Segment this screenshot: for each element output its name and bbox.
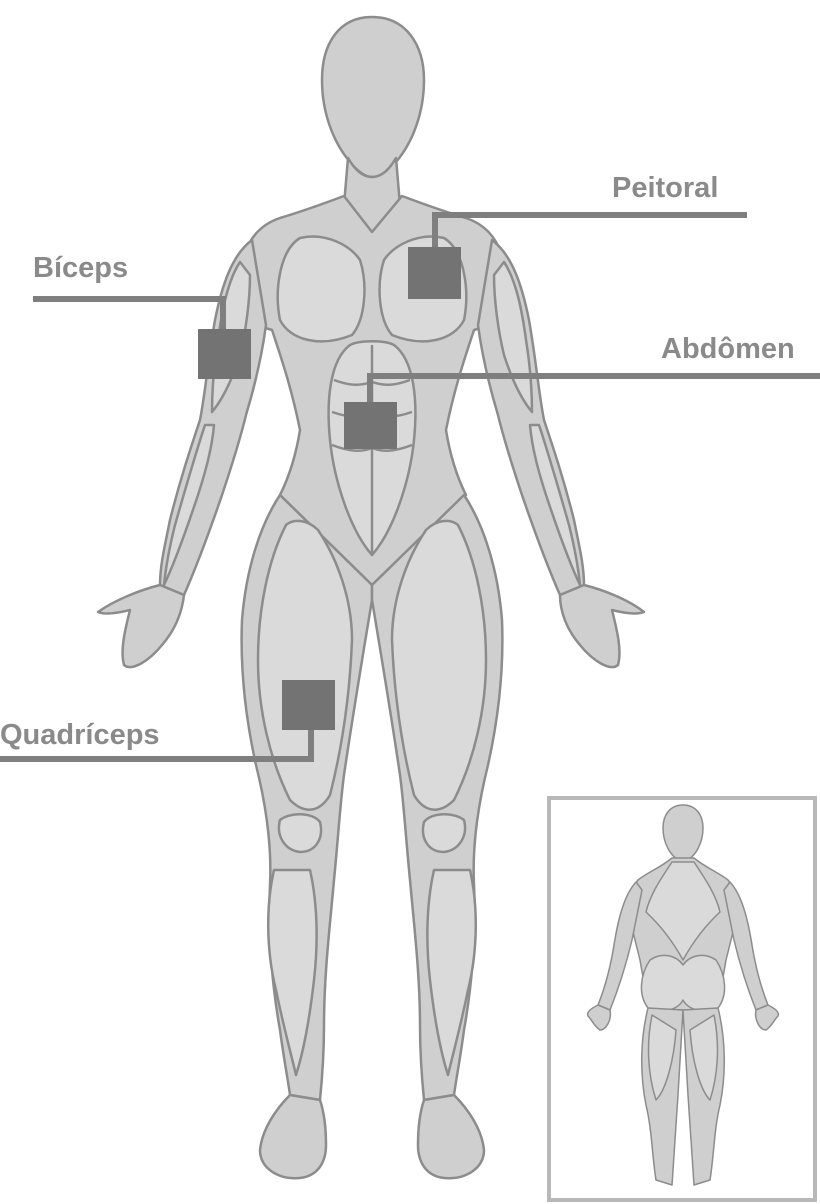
leader-lines <box>0 212 820 762</box>
marker-biceps[interactable] <box>198 329 251 379</box>
back-hand-left <box>586 1004 612 1031</box>
hamstring-left <box>647 1014 677 1101</box>
calf-right <box>426 868 477 1077</box>
label-biceps[interactable]: Bíceps <box>33 252 129 284</box>
back-hand-right <box>754 1004 780 1031</box>
back-view-inset <box>547 796 817 1202</box>
quadriceps-right <box>390 519 488 811</box>
marker-quadriceps[interactable] <box>282 680 335 730</box>
leader-line-abdomen <box>367 373 820 403</box>
back-trapezius <box>645 861 721 961</box>
forearm-left <box>162 423 216 587</box>
foot-right <box>416 1093 486 1180</box>
hamstring-right <box>689 1014 719 1101</box>
calf-left <box>267 868 318 1077</box>
label-quadriceps[interactable]: Quadríceps <box>0 719 160 751</box>
head <box>320 15 426 179</box>
label-abdomen[interactable]: Abdômen <box>661 333 795 365</box>
marker-abdomen[interactable] <box>344 402 397 449</box>
hand-right <box>558 583 646 669</box>
forearm-right <box>528 423 582 587</box>
foot-left <box>258 1093 328 1180</box>
hand-left <box>96 583 186 669</box>
marker-peitoral[interactable] <box>408 247 461 299</box>
back-body-figure <box>586 804 780 1186</box>
markers <box>198 247 461 730</box>
leader-line-peitoral <box>432 212 747 250</box>
leader-line-quadriceps <box>0 730 314 762</box>
label-peitoral[interactable]: Peitoral <box>612 172 719 204</box>
quadriceps-left <box>256 519 354 811</box>
pectoral-left <box>276 235 366 343</box>
knee-right <box>421 813 467 854</box>
knee-left <box>277 813 323 854</box>
leader-line-biceps <box>33 296 226 330</box>
